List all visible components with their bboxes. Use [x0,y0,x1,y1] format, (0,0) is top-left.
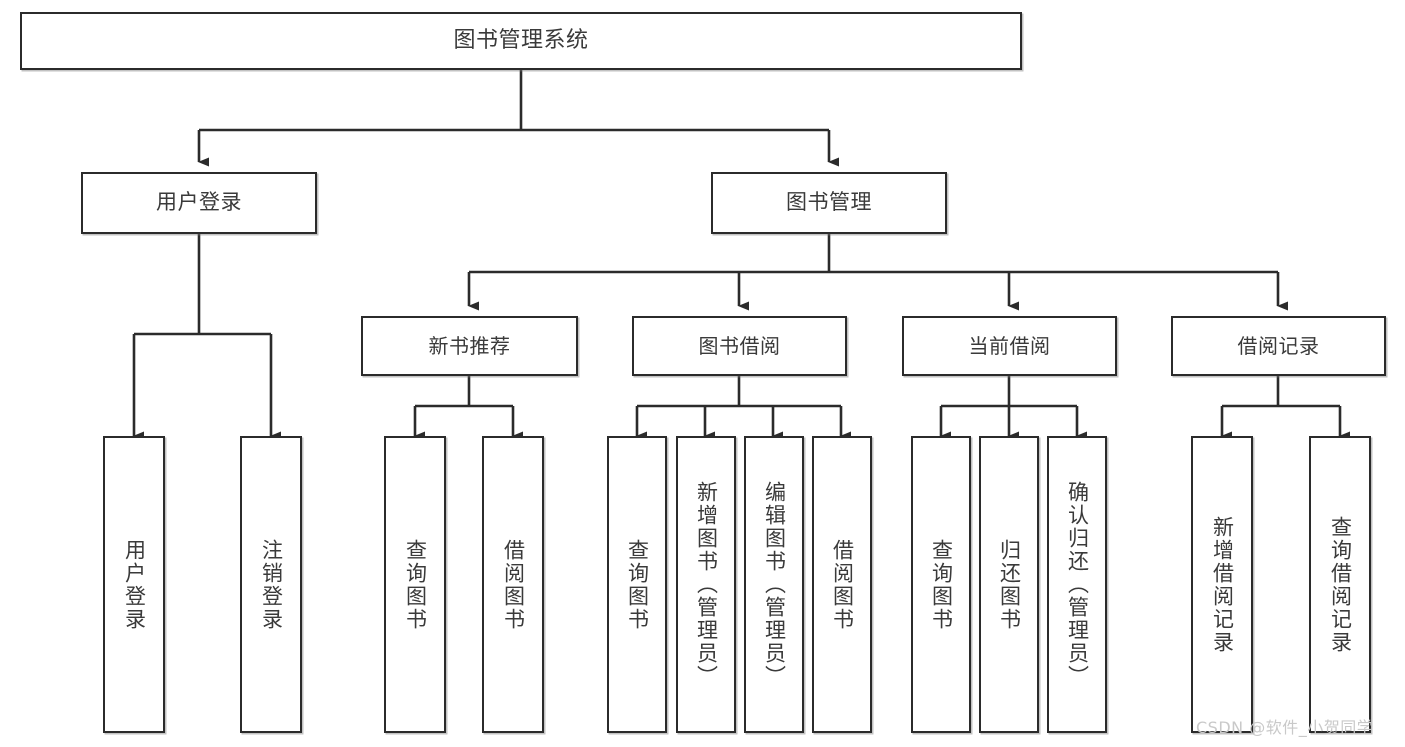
node-label: 借阅图书 [501,538,526,631]
node-label: 查询图书 [929,538,954,631]
node-leaf-query-book-borrow[interactable]: 查询图书 [607,436,667,733]
node-leaf-user-login[interactable]: 用户登录 [103,436,165,733]
node-label: 图书管理 [786,190,872,215]
node-borrow-record[interactable]: 借阅记录 [1171,316,1386,376]
node-label: 借阅图书 [830,538,855,631]
node-root-book-management-system[interactable]: 图书管理系统 [20,12,1022,70]
node-label: 图书借阅 [698,333,781,358]
node-leaf-confirm-return-admin[interactable]: 确认归还（管理员） [1047,436,1107,733]
node-leaf-logout-login[interactable]: 注销登录 [240,436,302,733]
node-book-borrow[interactable]: 图书借阅 [632,316,847,376]
node-leaf-borrow-book-recommend[interactable]: 借阅图书 [482,436,544,733]
node-user-login[interactable]: 用户登录 [81,172,317,234]
node-current-borrow[interactable]: 当前借阅 [902,316,1117,376]
node-label: 新增借阅记录 [1210,515,1235,654]
node-label: 借阅记录 [1237,333,1320,358]
node-label: 查询借阅记录 [1328,515,1353,654]
node-leaf-add-borrow-record[interactable]: 新增借阅记录 [1191,436,1253,733]
node-label: 查询图书 [403,538,428,631]
node-label: 新书推荐 [428,333,511,358]
node-label: 新增图书（管理员） [694,481,719,688]
node-label: 图书管理系统 [453,27,589,53]
node-leaf-return-book[interactable]: 归还图书 [979,436,1039,733]
node-book-management[interactable]: 图书管理 [711,172,947,234]
node-leaf-edit-book-admin[interactable]: 编辑图书（管理员） [744,436,804,733]
node-leaf-query-borrow-record[interactable]: 查询借阅记录 [1309,436,1371,733]
node-label: 用户登录 [122,538,147,631]
node-label: 归还图书 [997,538,1022,631]
node-leaf-query-book-current[interactable]: 查询图书 [911,436,971,733]
csdn-watermark: CSDN @软件_小贺同学 [1196,718,1374,737]
node-leaf-query-book-recommend[interactable]: 查询图书 [384,436,446,733]
node-label: 注销登录 [259,538,284,631]
node-label: 确认归还（管理员） [1065,481,1090,688]
node-label: 用户登录 [156,190,242,215]
node-label: 查询图书 [625,538,650,631]
node-leaf-add-book-admin[interactable]: 新增图书（管理员） [676,436,736,733]
node-new-book-recommend[interactable]: 新书推荐 [361,316,578,376]
node-label: 当前借阅 [968,333,1051,358]
node-label: 编辑图书（管理员） [762,481,787,688]
node-leaf-borrow-book[interactable]: 借阅图书 [812,436,872,733]
